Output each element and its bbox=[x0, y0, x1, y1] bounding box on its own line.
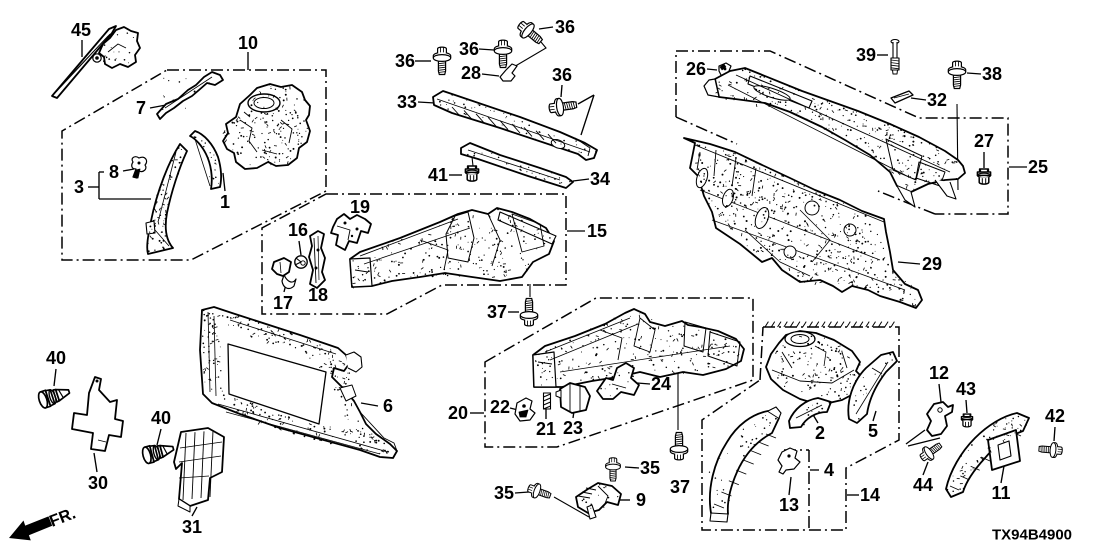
svg-text:24: 24 bbox=[651, 374, 671, 394]
svg-text:14: 14 bbox=[860, 485, 880, 505]
svg-text:22: 22 bbox=[490, 397, 510, 417]
svg-text:36: 36 bbox=[459, 39, 479, 59]
svg-text:7: 7 bbox=[136, 98, 146, 118]
svg-text:29: 29 bbox=[922, 254, 942, 274]
svg-text:27: 27 bbox=[974, 131, 994, 151]
svg-text:37: 37 bbox=[670, 477, 690, 497]
svg-text:13: 13 bbox=[779, 495, 799, 515]
svg-text:40: 40 bbox=[46, 348, 66, 368]
svg-text:33: 33 bbox=[397, 92, 417, 112]
svg-text:45: 45 bbox=[71, 20, 91, 40]
svg-text:4: 4 bbox=[824, 460, 834, 480]
svg-text:11: 11 bbox=[991, 483, 1010, 503]
svg-text:32: 32 bbox=[927, 90, 947, 110]
svg-text:8: 8 bbox=[109, 162, 119, 182]
svg-text:42: 42 bbox=[1045, 406, 1065, 426]
svg-text:6: 6 bbox=[383, 396, 393, 416]
svg-text:19: 19 bbox=[350, 197, 370, 217]
svg-text:41: 41 bbox=[428, 165, 448, 185]
svg-text:5: 5 bbox=[868, 421, 878, 441]
svg-text:20: 20 bbox=[448, 403, 468, 423]
svg-text:36: 36 bbox=[555, 17, 575, 37]
svg-text:10: 10 bbox=[238, 33, 258, 53]
svg-text:28: 28 bbox=[461, 63, 481, 83]
svg-text:21: 21 bbox=[536, 419, 556, 439]
svg-text:FR.: FR. bbox=[47, 504, 78, 530]
svg-text:9: 9 bbox=[636, 490, 646, 510]
svg-text:2: 2 bbox=[815, 423, 825, 443]
svg-text:18: 18 bbox=[308, 285, 328, 305]
svg-text:26: 26 bbox=[686, 59, 706, 79]
svg-text:12: 12 bbox=[929, 363, 949, 383]
svg-text:36: 36 bbox=[552, 65, 572, 85]
svg-text:25: 25 bbox=[1028, 157, 1048, 177]
svg-text:35: 35 bbox=[640, 458, 660, 478]
svg-text:TX94B4900: TX94B4900 bbox=[992, 527, 1072, 544]
svg-text:17: 17 bbox=[273, 293, 293, 313]
svg-text:38: 38 bbox=[982, 64, 1002, 84]
svg-text:1: 1 bbox=[220, 192, 230, 212]
svg-text:39: 39 bbox=[856, 45, 876, 65]
svg-text:23: 23 bbox=[563, 418, 583, 438]
svg-text:31: 31 bbox=[182, 517, 202, 537]
svg-text:40: 40 bbox=[151, 408, 171, 428]
svg-text:35: 35 bbox=[494, 483, 514, 503]
svg-text:16: 16 bbox=[288, 220, 308, 240]
svg-text:30: 30 bbox=[88, 473, 108, 493]
svg-text:43: 43 bbox=[956, 379, 976, 399]
svg-text:3: 3 bbox=[74, 177, 84, 197]
svg-text:34: 34 bbox=[590, 169, 610, 189]
svg-text:36: 36 bbox=[395, 51, 415, 71]
svg-text:15: 15 bbox=[587, 221, 607, 241]
svg-text:44: 44 bbox=[913, 475, 933, 495]
svg-text:37: 37 bbox=[487, 302, 507, 322]
